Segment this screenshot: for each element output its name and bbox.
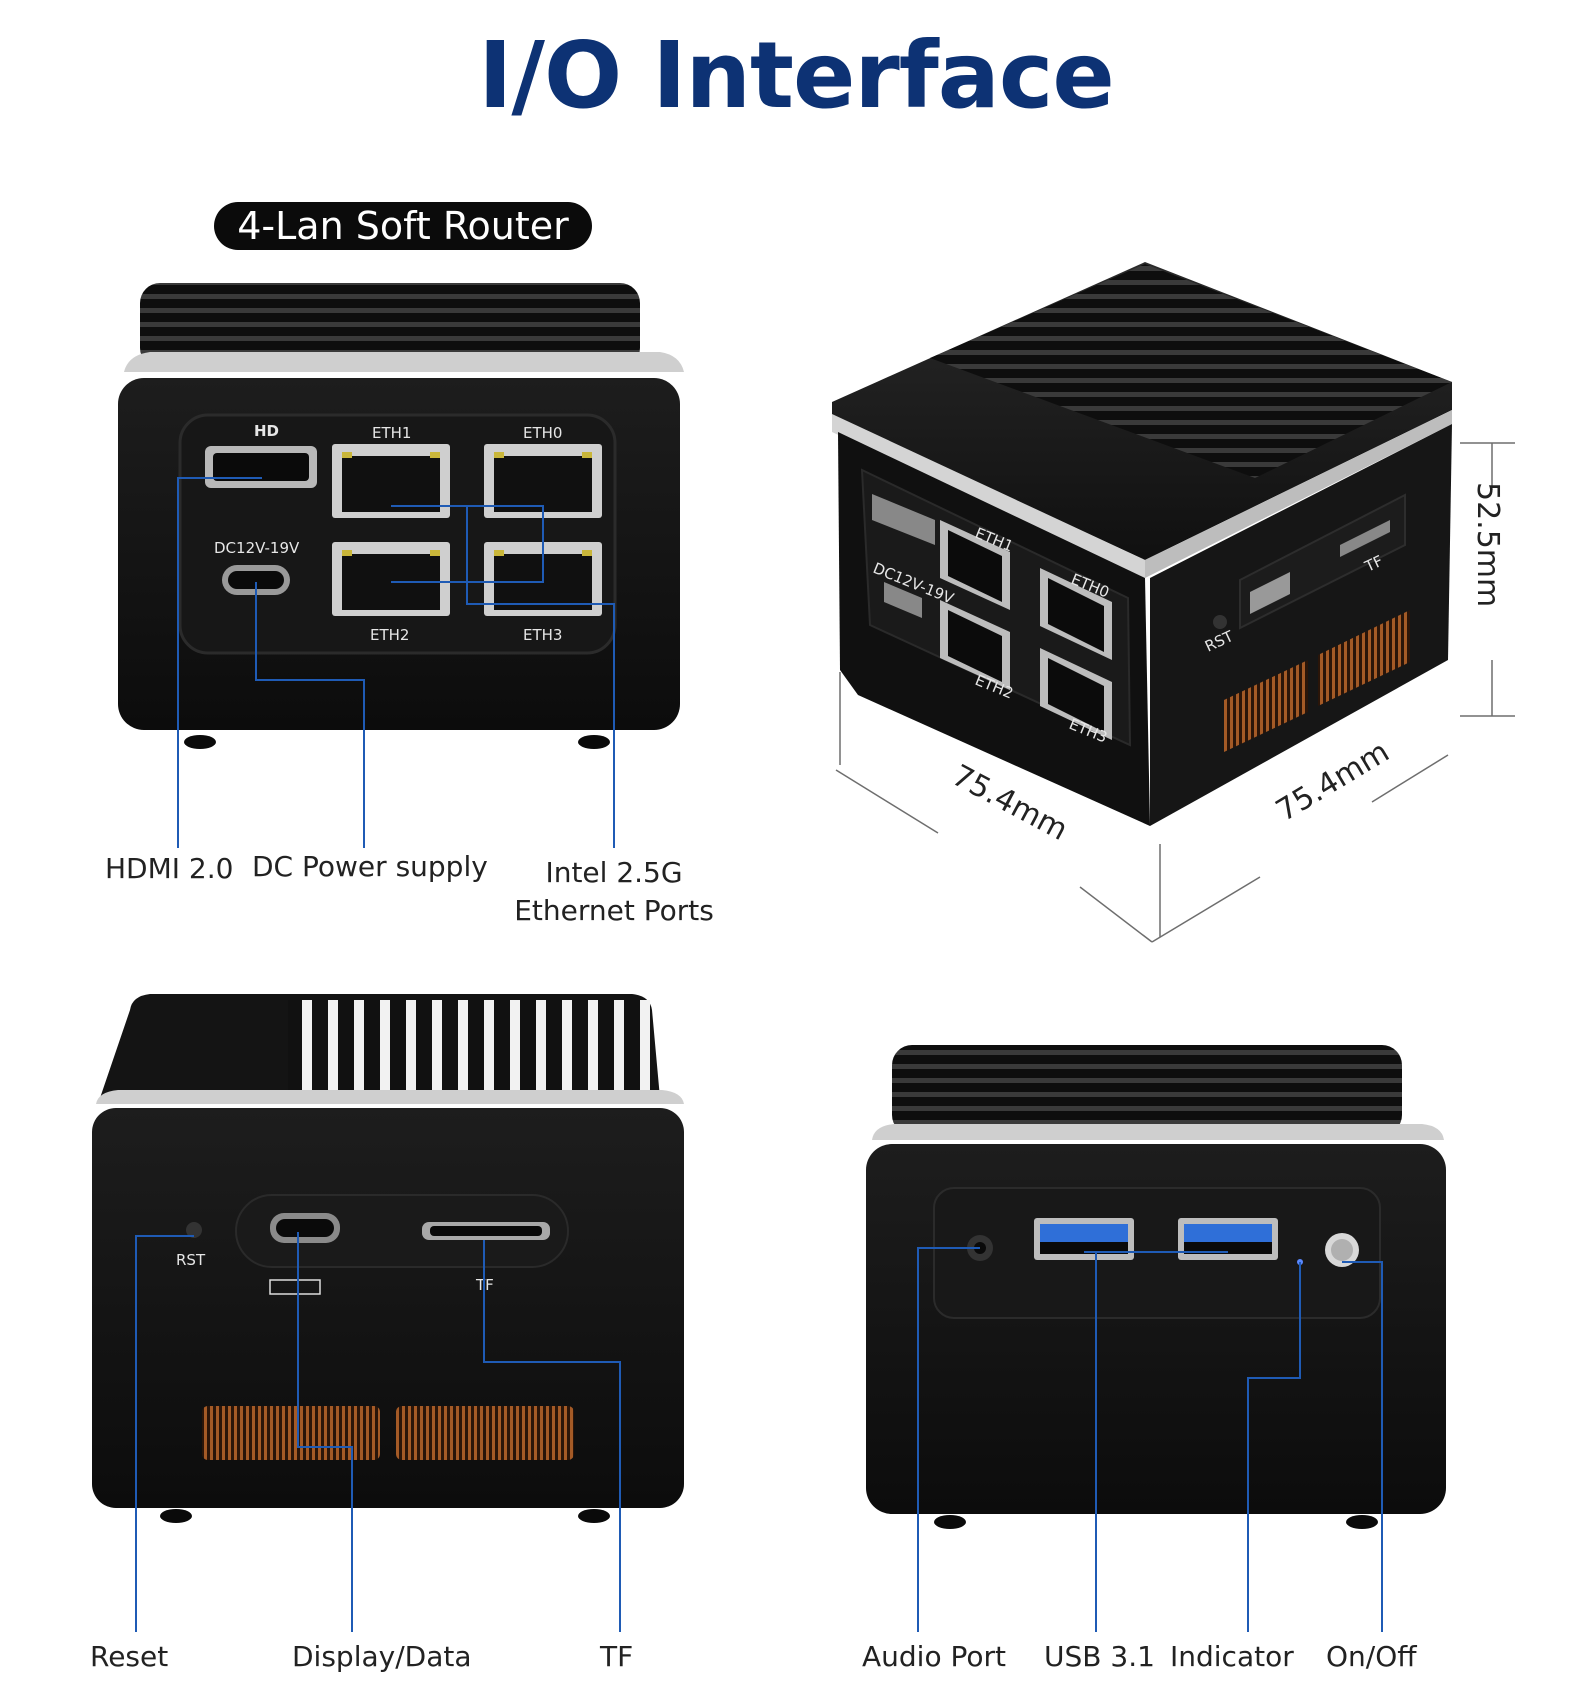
front-eth1-label: ETH1 [372,424,411,442]
callout-hdmi: HDMI 2.0 [105,852,234,885]
side-rst-label: RST [176,1251,206,1269]
front-eth0-label: ETH0 [523,424,562,442]
iso-dimension-lines [835,442,1515,943]
callout-reset: Reset [90,1640,169,1673]
rear-device [866,1045,1446,1529]
product-badge: 4-Lan Soft Router [214,202,592,250]
front-callout-lines [177,477,615,848]
callout-dc-power: DC Power supply [252,850,488,883]
callout-tf: TF [600,1640,634,1673]
usb-ports [1034,1218,1278,1260]
callout-display-data: Display/Data [292,1640,472,1673]
callout-usb: USB 3.1 [1044,1640,1155,1673]
svg-text:HD: HD [254,422,279,440]
page-title: I/O Interface [478,22,1115,129]
callout-power: On/Off [1326,1640,1417,1673]
front-device: HD ETH1 ETH0 ETH2 ETH3 DC12V-19V [118,283,684,749]
callout-indicator: Indicator [1170,1640,1294,1673]
callout-ethernet-line1: Intel 2.5G [545,856,683,889]
rear-callout-lines [917,1247,1383,1632]
front-eth3-label: ETH3 [523,626,562,644]
side-callout-lines [135,1232,621,1632]
dim-height: 52.5mm [1470,482,1505,607]
callout-ethernet-line2: Ethernet Ports [514,894,714,927]
side-device: RST TF [92,994,684,1523]
front-dc-label: DC12V-19V [214,539,300,557]
callout-audio: Audio Port [862,1640,1006,1673]
front-eth2-label: ETH2 [370,626,409,644]
dc-port [222,565,290,595]
iso-device: ETH1 ETH0 ETH2 ETH3 DC12V-19V RST TF [832,262,1452,826]
